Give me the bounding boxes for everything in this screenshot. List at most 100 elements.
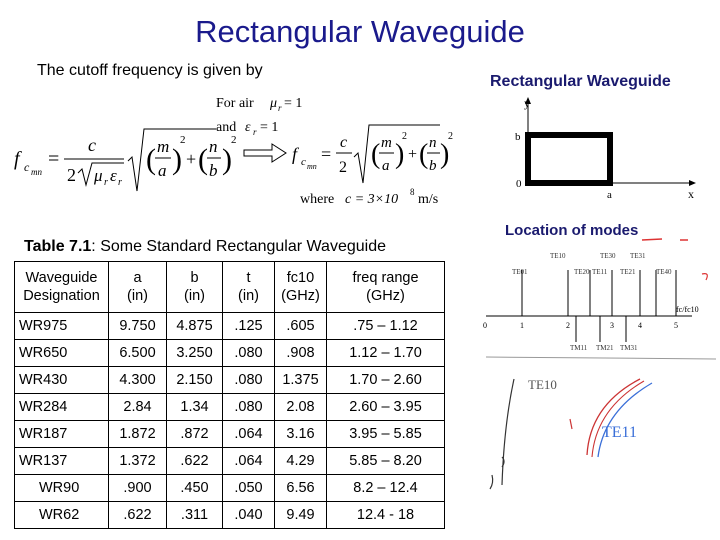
page-title: Rectangular Waveguide	[195, 14, 525, 49]
cell-fc10: 3.16	[274, 420, 327, 448]
cell-freq-range: 8.2 – 12.4	[326, 474, 445, 502]
svg-text:2: 2	[402, 131, 407, 142]
b-label: b	[515, 131, 521, 143]
svg-text:n: n	[209, 137, 218, 156]
cell-fc10: .908	[274, 339, 327, 367]
svg-text:8: 8	[410, 187, 415, 197]
tick-2: 2	[566, 321, 570, 330]
svg-text:(: (	[146, 143, 156, 176]
cell-a: 4.300	[108, 366, 167, 394]
svg-text:(: (	[371, 139, 380, 170]
axis-label: fc/fc10	[676, 305, 699, 314]
svg-text:n: n	[429, 135, 437, 151]
cell-t: .125	[222, 312, 275, 340]
mode-location-chart: TE01 TE10 TE20 TE11 TE21 TE30 TE31 TE40 …	[483, 252, 717, 360]
svg-text:and: and	[216, 120, 236, 135]
svg-text:= 1: = 1	[284, 96, 302, 111]
cell-designation: WR430	[14, 366, 109, 394]
cell-a: .622	[108, 501, 167, 529]
svg-text:r: r	[253, 127, 257, 137]
a-label: a	[607, 189, 612, 201]
cell-b: .622	[166, 447, 223, 475]
mode-label-te31: TE31	[630, 252, 646, 260]
y-axis-label: y	[524, 96, 530, 110]
cell-designation: WR90	[14, 474, 109, 502]
svg-text:): )	[222, 143, 232, 176]
svg-text:b: b	[209, 161, 218, 180]
formula-lhs: f	[14, 148, 22, 170]
svg-text:r: r	[104, 177, 108, 188]
cutoff-frequency-formula: f c mn = c 2 μ r ε r ( m a ) 2 + ( n b )…	[14, 96, 453, 207]
svg-text:where: where	[300, 192, 334, 207]
svg-text:ε: ε	[245, 120, 251, 135]
svg-text:2: 2	[339, 159, 347, 176]
svg-text:c = 3×10: c = 3×10	[345, 192, 398, 207]
mode-label-te40: TE40	[656, 268, 672, 276]
cell-t: .064	[222, 447, 275, 475]
svg-text:): )	[440, 139, 449, 170]
svg-text:m: m	[157, 137, 169, 156]
svg-text:2: 2	[448, 131, 453, 142]
cell-freq-range: 2.60 – 3.95	[326, 393, 445, 421]
tick-4: 4	[638, 321, 642, 330]
mode-label-te20: TE20	[574, 268, 590, 276]
cell-b: 3.250	[166, 339, 223, 367]
cell-a: .900	[108, 474, 167, 502]
cell-b: 2.150	[166, 366, 223, 394]
svg-text:): )	[395, 139, 404, 170]
cell-t: .050	[222, 474, 275, 502]
svg-text:): )	[172, 143, 182, 176]
svg-text:c: c	[301, 156, 306, 168]
svg-text:ε: ε	[110, 166, 117, 185]
table-row: WR284 2.84 1.34 .080 2.08 2.60 – 3.95	[14, 393, 445, 421]
svg-text:2: 2	[180, 134, 186, 146]
cell-t: .080	[222, 393, 275, 421]
svg-text:a: a	[382, 158, 390, 174]
table-row: WR430 4.300 2.150 .080 1.375 1.70 – 2.60	[14, 366, 445, 394]
cell-b: .311	[166, 501, 223, 529]
modes-title: Location of modes	[505, 222, 639, 239]
cell-designation: WR137	[14, 447, 109, 475]
cell-b: .872	[166, 420, 223, 448]
cell-fc10: 1.375	[274, 366, 327, 394]
svg-text:2: 2	[67, 165, 76, 185]
svg-text:mn: mn	[31, 167, 42, 177]
cell-freq-range: 3.95 – 5.85	[326, 420, 445, 448]
svg-text:μ: μ	[269, 96, 277, 111]
mode-label-te11: TE11	[592, 268, 608, 276]
svg-text:a: a	[158, 161, 167, 180]
svg-text:μ: μ	[93, 166, 103, 185]
x-axis-label: x	[688, 187, 694, 201]
header-a: a(in)	[108, 261, 167, 313]
mode-label-te10: TE10	[550, 252, 566, 260]
svg-text:c: c	[340, 134, 347, 151]
cell-freq-range: 1.12 – 1.70	[326, 339, 445, 367]
cell-fc10: 2.08	[274, 393, 327, 421]
cell-designation: WR650	[14, 339, 109, 367]
cell-freq-range: 12.4 - 18	[326, 501, 445, 529]
svg-text:m/s: m/s	[418, 192, 438, 207]
cell-a: 6.500	[108, 339, 167, 367]
tick-0: 0	[483, 321, 487, 330]
mode-label-tm21: TM21	[596, 344, 614, 352]
red-underline-marks	[641, 238, 688, 241]
te11-sketch-label: TE11	[602, 424, 637, 441]
svg-text:(: (	[419, 139, 428, 170]
svg-text:For air: For air	[216, 96, 254, 111]
mode-label-tm11: TM11	[570, 344, 588, 352]
svg-text:=: =	[321, 144, 331, 164]
header-b: b(in)	[166, 261, 223, 313]
table-row: WR137 1.372 .622 .064 4.29 5.85 – 8.20	[14, 447, 445, 475]
cell-designation: WR62	[14, 501, 109, 529]
svg-text:c: c	[24, 160, 30, 174]
cell-a: 9.750	[108, 312, 167, 340]
svg-text:+: +	[408, 146, 417, 163]
waveguide-wall	[525, 132, 613, 186]
cell-t: .064	[222, 420, 275, 448]
cell-fc10: 4.29	[274, 447, 327, 475]
cell-fc10: .605	[274, 312, 327, 340]
cell-designation: WR284	[14, 393, 109, 421]
